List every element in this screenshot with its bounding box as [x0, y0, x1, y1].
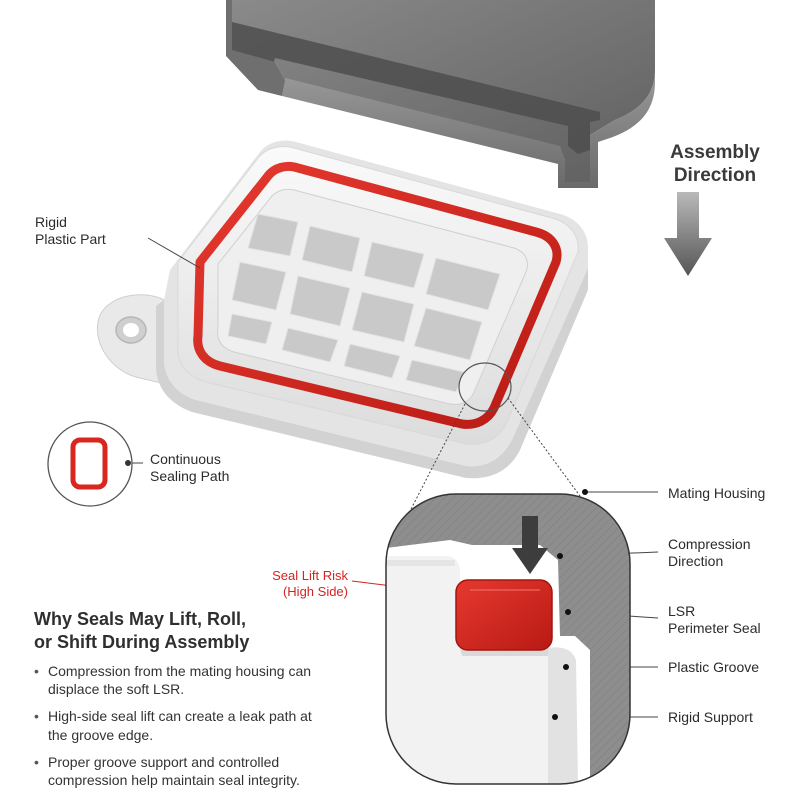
info-heading: Why Seals May Lift, Roll, or Shift Durin… [34, 608, 354, 653]
compression-line-1: Compression [668, 536, 751, 552]
detail-leader-dots [552, 489, 588, 720]
lsr-line-2: Perimeter Seal [668, 620, 761, 637]
info-bullets: Compression from the mating housing can … [34, 662, 334, 798]
risk-line-1: Seal Lift Risk [272, 568, 348, 583]
rigid-plastic-part [96, 140, 588, 479]
compression-line-2: Direction [668, 553, 724, 570]
rigid-plastic-part-label: Rigid Plastic Part [35, 214, 106, 248]
plastic-groove-label: Plastic Groove [668, 659, 760, 675]
seal-path-icon [47, 421, 133, 507]
cross-section-detail [385, 493, 631, 785]
lsr-line-1: LSR [668, 603, 696, 619]
risk-line-2: (High Side) [282, 583, 348, 599]
sealing-path-line-1: Continuous [150, 451, 221, 467]
seal-lift-risk-label: Seal Lift Risk (High Side) [232, 568, 348, 600]
compression-direction-label: Compression Direction [668, 536, 750, 570]
lsr-perimeter-seal-label: LSR Perimeter Seal [668, 603, 761, 637]
mating-housing-3d [226, 0, 655, 188]
down-arrow-icon [664, 192, 712, 276]
heading-line-2: or Shift During Assembly [34, 631, 250, 652]
mating-housing-label: Mating Housing [668, 485, 766, 501]
compression-arrow-icon [512, 516, 548, 574]
bullet-item: High-side seal lift can create a leak pa… [34, 707, 334, 743]
assembly-direction-label: Assembly Direction [655, 142, 775, 188]
leader-dot [125, 460, 131, 466]
heading-line-1: Why Seals May Lift, Roll, [34, 609, 247, 629]
assembly-line-2: Direction [673, 164, 757, 186]
rigid-support-label: Rigid Support [668, 709, 753, 725]
rigid-plastic-line-1: Rigid [35, 214, 67, 230]
bullet-item: Compression from the mating housing can … [34, 662, 334, 698]
sealing-path-line-2: Sealing Path [150, 468, 230, 485]
continuous-sealing-path-label: Continuous Sealing Path [150, 451, 229, 485]
bullet-item: Proper groove support and controlled com… [34, 753, 334, 789]
rigid-plastic-line-2: Plastic Part [35, 231, 106, 248]
assembly-line-1: Assembly [670, 142, 760, 163]
